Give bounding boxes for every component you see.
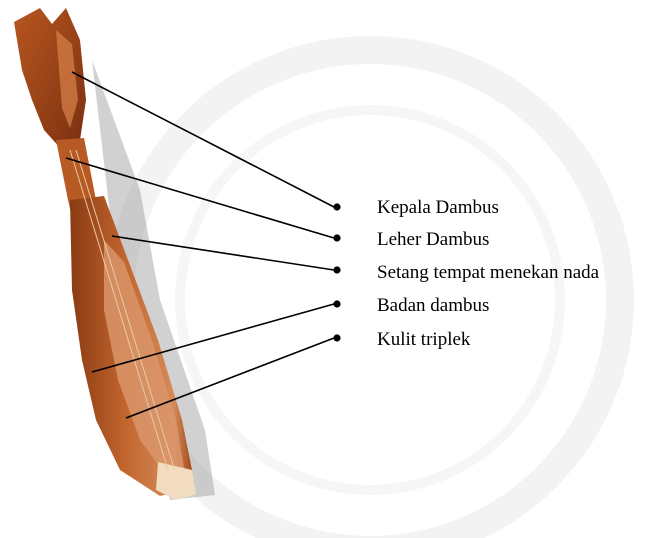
bullet-setang xyxy=(333,266,340,273)
bullets xyxy=(333,203,340,341)
bullet-kepala xyxy=(333,203,340,210)
label-badan-dambus: Badan dambus xyxy=(377,295,489,316)
label-setang: Setang tempat menekan nada xyxy=(377,262,600,283)
label-kulit-triplek: Kulit triplek xyxy=(377,329,471,350)
bullet-leher xyxy=(333,234,340,241)
label-leher-dambus: Leher Dambus xyxy=(377,229,489,250)
part-labels: Kepala Dambus Leher Dambus Setang tempat… xyxy=(377,197,600,350)
label-kepala-dambus: Kepala Dambus xyxy=(377,197,499,218)
bullet-badan xyxy=(333,300,340,307)
bullet-kulit xyxy=(333,334,340,341)
